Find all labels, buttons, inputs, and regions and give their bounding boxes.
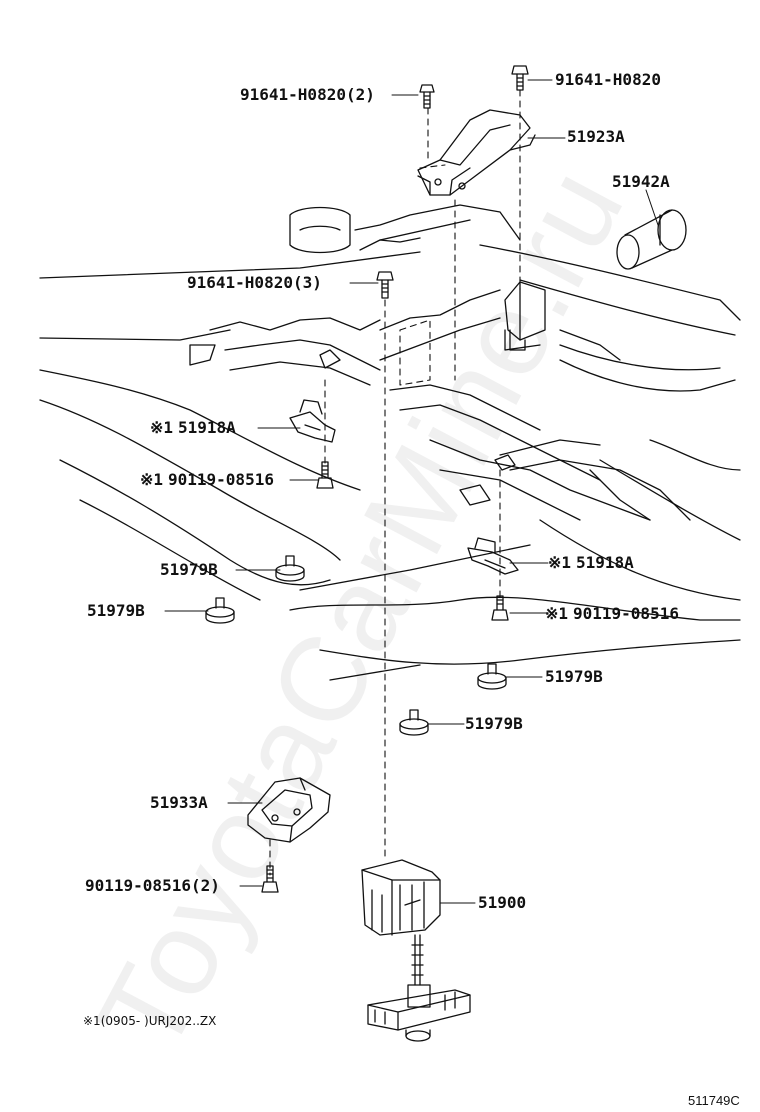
label-carrier: 51900 — [478, 893, 527, 912]
mark-clamp-left: ※1 — [150, 418, 174, 437]
label-sleeve: 51942A — [612, 172, 670, 191]
label-bolt-left: 90119-08516 — [168, 470, 274, 489]
bracket-top-shape — [417, 109, 536, 196]
label-cushion-2: 51979B — [87, 601, 145, 620]
label-bolt-top-left: 91641-H0820(2) — [240, 85, 375, 104]
label-bracket-lower: 51933A — [150, 793, 208, 812]
label-bolt-top-right: 91641-H0820 — [555, 70, 661, 89]
bolt-shapes — [261, 65, 529, 893]
cushion-shapes — [205, 555, 507, 736]
label-bracket-top: 51923A — [567, 127, 625, 146]
frame-outline — [39, 204, 741, 681]
bracket-lower-shape — [247, 777, 331, 843]
label-cushion-1: 51979B — [160, 560, 218, 579]
mark-bolt-left: ※1 — [140, 470, 164, 489]
label-cushion-3: 51979B — [545, 667, 603, 686]
leader-lines — [164, 79, 659, 904]
clamp-left-shape — [289, 399, 336, 443]
label-bolt-right: 90119-08516 — [573, 604, 679, 623]
label-bolt-lower: 90119-08516(2) — [85, 876, 220, 895]
diagram-code: 511749C — [688, 1093, 740, 1108]
label-clamp-right: 51918A — [576, 553, 634, 572]
label-cushion-4: 51979B — [465, 714, 523, 733]
label-clamp-left: 51918A — [178, 418, 236, 437]
sleeve-shape — [616, 209, 687, 270]
clamp-right-shape — [467, 537, 519, 575]
footnote: ※1(0905- )URJ202..ZX — [83, 1014, 217, 1028]
mark-clamp-right: ※1 — [548, 553, 572, 572]
mark-bolt-right: ※1 — [545, 604, 569, 623]
carrier-shape — [361, 859, 471, 1042]
label-bolt-mid: 91641-H0820(3) — [187, 273, 322, 292]
hanger-shape — [504, 281, 546, 351]
